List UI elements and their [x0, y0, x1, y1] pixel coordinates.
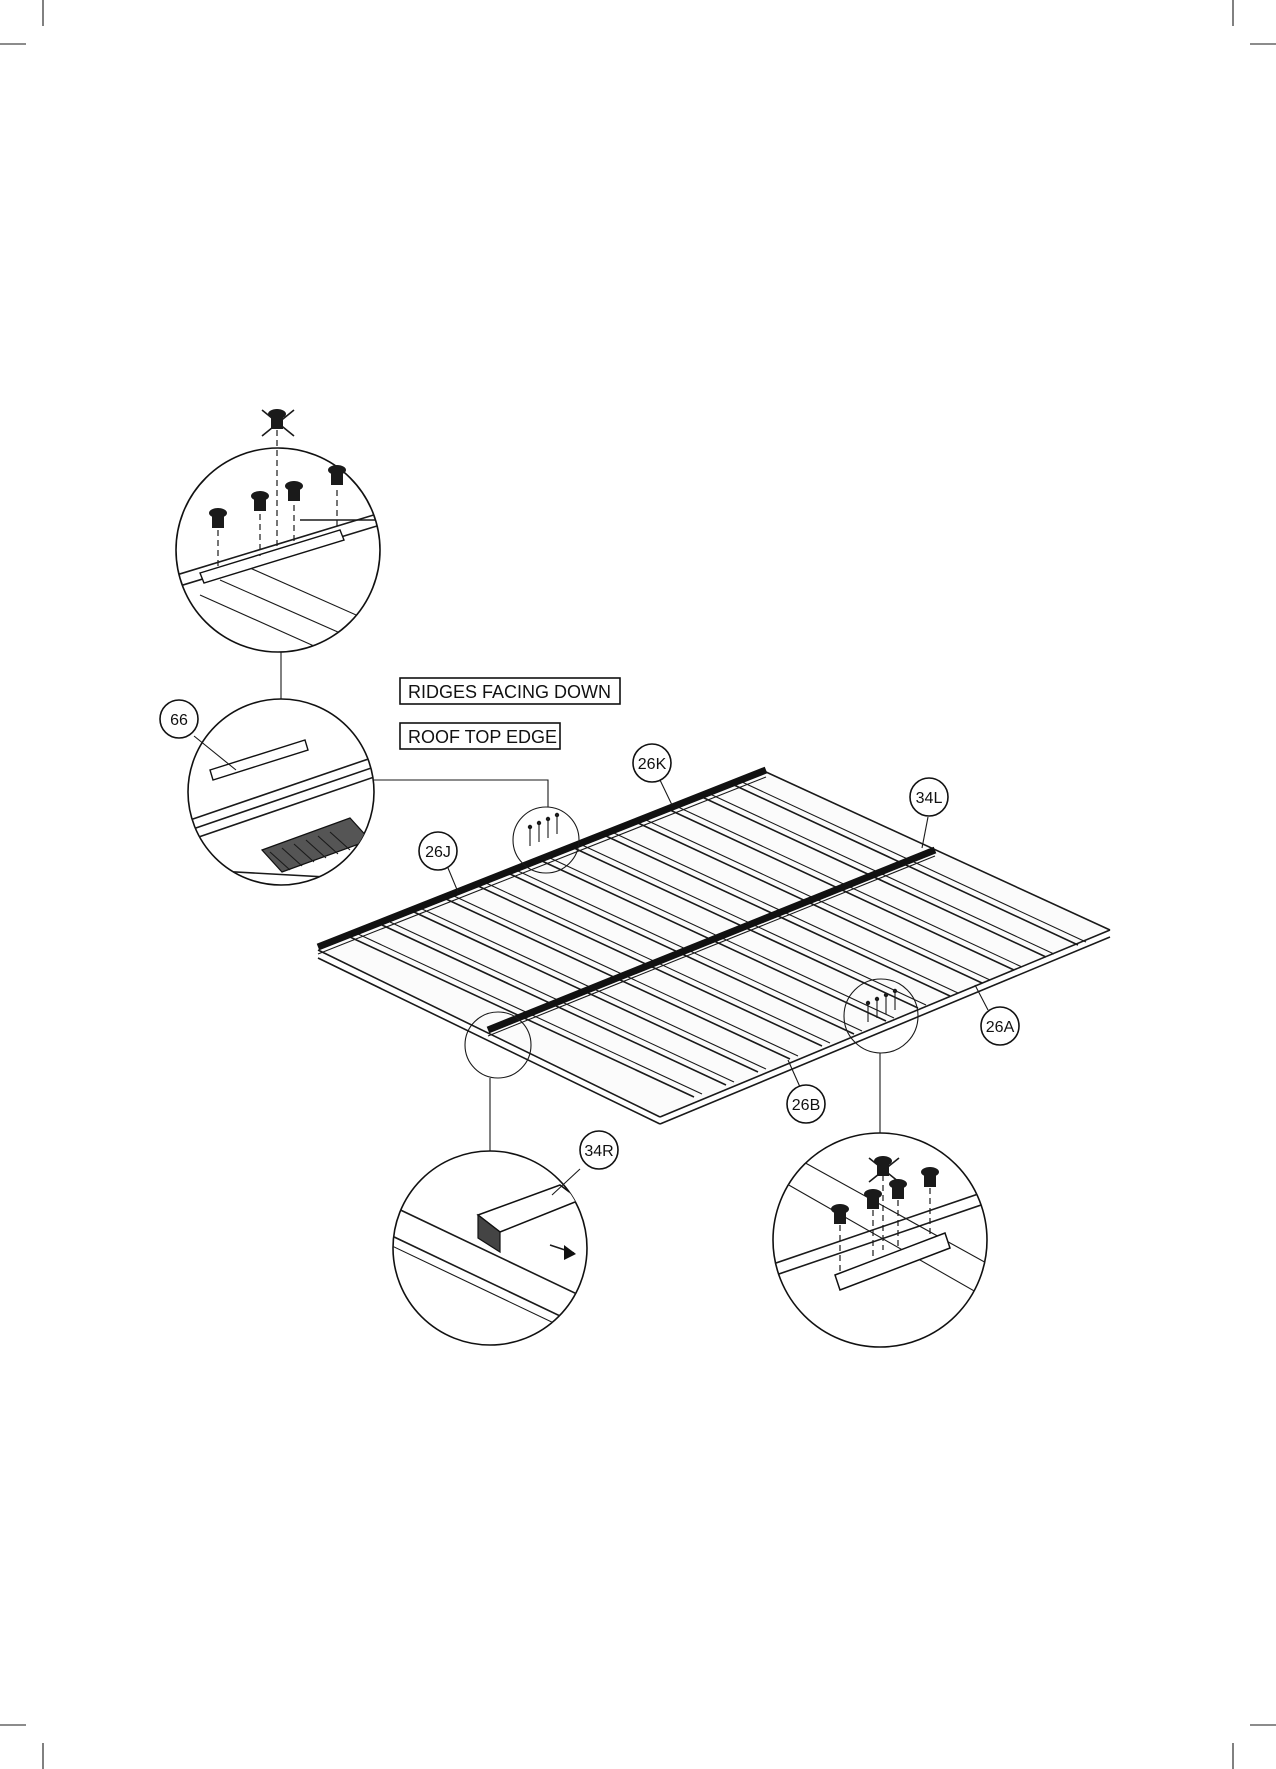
callout-34L: 34L: [910, 778, 948, 848]
note-roof-top-edge: ROOF TOP EDGE: [400, 723, 560, 749]
callout-26J: 26J: [419, 832, 458, 892]
detail-34R: [390, 1151, 600, 1345]
callout-66: 66: [160, 700, 198, 738]
note-ridges-facing-down: RIDGES FACING DOWN: [400, 678, 620, 704]
callout-26A: 26A: [975, 985, 1019, 1045]
detail-top-screws: [160, 409, 390, 680]
label-34R: 34R: [584, 1143, 613, 1160]
note-ridges-text: RIDGES FACING DOWN: [408, 682, 611, 702]
label-26J: 26J: [425, 844, 451, 861]
detail-bottom-right-screws: [770, 1133, 990, 1347]
roof-panel-assembly: [318, 770, 1110, 1124]
detail-bracket-66: [188, 699, 380, 885]
note-roof-top-text: ROOF TOP EDGE: [408, 727, 557, 747]
label-34L: 34L: [916, 790, 943, 807]
roof-top-screws: [528, 813, 559, 846]
label-26A: 26A: [986, 1019, 1015, 1036]
callout-34R: 34R: [580, 1131, 618, 1169]
callout-26K: 26K: [633, 744, 672, 805]
label-66: 66: [170, 712, 188, 729]
callout-26B: 26B: [787, 1060, 825, 1123]
label-26B: 26B: [792, 1097, 820, 1114]
label-26K: 26K: [638, 756, 667, 773]
